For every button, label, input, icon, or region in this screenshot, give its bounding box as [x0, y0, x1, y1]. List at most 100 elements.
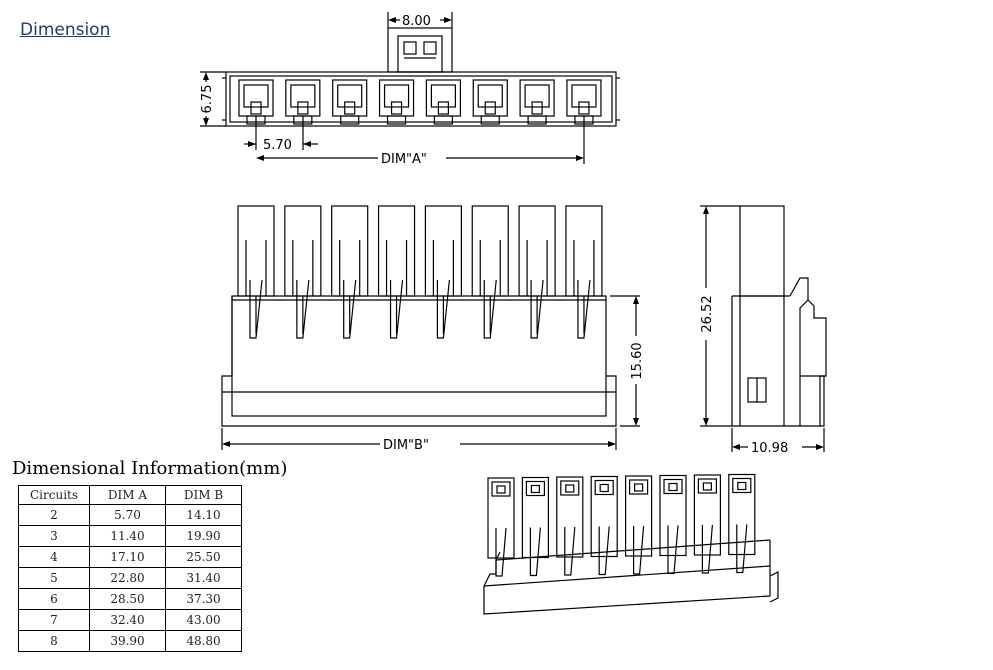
iso-tower: [590, 475, 618, 558]
cell-dim-a: 22.80: [89, 567, 166, 589]
front-terminal-pin: [389, 279, 404, 339]
front-terminal-tower: [331, 205, 369, 297]
iso-tower-cavity: [628, 479, 649, 495]
top-cavity-foot: [574, 115, 594, 125]
cell-dim-b: 19.90: [165, 525, 242, 547]
front-height-label: 15.60: [630, 342, 645, 379]
iso-tower: [624, 475, 653, 557]
iso-tower-cavity: [732, 477, 752, 494]
side-height-label: 26.52: [700, 295, 715, 332]
iso-tower-cavity-inner: [530, 484, 541, 494]
iso-tower-pin: [598, 526, 610, 576]
table-row: 7 32.40 43.00: [18, 609, 242, 631]
top-cavity-inner: [290, 84, 316, 108]
front-view-pins: [237, 205, 603, 339]
iso-tower-cavity: [663, 478, 683, 495]
top-cavity-foot: [527, 115, 547, 125]
header-dim-b: DIM B: [165, 485, 242, 505]
iso-tower-pin: [632, 525, 645, 575]
dimensional-info-title: Dimensional Information(mm): [12, 458, 288, 479]
front-terminal-tower: [284, 205, 322, 297]
cell-dim-b: 25.50: [165, 546, 242, 568]
dimension-link[interactable]: Dimension: [20, 20, 111, 40]
cell-dim-a: 11.40: [89, 525, 166, 547]
top-width-label: 8.00: [402, 14, 431, 29]
iso-tower: [521, 476, 550, 559]
dim-b-label: DIM"B": [383, 438, 429, 453]
table-row: 2 5.70 14.10: [18, 504, 242, 526]
table-row: 4 17.10 25.50: [18, 546, 242, 568]
cell-dim-b: 43.00: [165, 609, 242, 631]
front-terminal-tower: [565, 205, 603, 297]
top-cavity-pin: [578, 101, 590, 115]
top-cavity-pin: [344, 101, 356, 115]
dimension-arrows: [203, 17, 824, 450]
table-header-row: Circuits DIM A DIM B: [18, 485, 242, 505]
cell-circuits: 3: [18, 525, 90, 547]
cell-dim-a: 32.40: [89, 609, 166, 631]
front-view: [221, 295, 640, 450]
iso-tower-pin: [736, 524, 748, 574]
top-cavity-foot: [293, 115, 313, 125]
top-cavity-inner: [524, 84, 550, 108]
cell-circuits: 7: [18, 609, 90, 631]
iso-tower-cavity: [525, 480, 546, 497]
top-cavity-inner: [383, 84, 410, 108]
iso-tower: [693, 474, 722, 556]
dim-a-label: DIM"A": [381, 152, 427, 167]
top-cavity-pin: [390, 101, 403, 115]
top-cavity-foot: [480, 115, 500, 125]
cell-dim-a: 28.50: [89, 588, 166, 610]
front-terminal-tower: [518, 205, 556, 297]
top-view: [200, 12, 620, 164]
top-cavity-foot: [340, 115, 360, 125]
table-row: 8 39.90 48.80: [18, 630, 242, 652]
iso-tower-cavity-inner: [737, 481, 747, 491]
iso-tower: [728, 473, 756, 556]
top-cavity-foot: [246, 115, 266, 125]
front-terminal-tower: [377, 205, 416, 297]
top-cavity-inner: [243, 84, 269, 108]
cell-dim-a: 17.10: [89, 546, 166, 568]
front-terminal-pin: [296, 279, 310, 339]
front-terminal-tower: [237, 205, 275, 297]
top-cavity-foot: [433, 115, 453, 125]
iso-tower-cavity-inner: [599, 483, 609, 493]
cell-dim-a: 5.70: [89, 504, 166, 526]
top-cavity-pin: [250, 101, 262, 115]
iso-tower-cavity: [697, 478, 718, 494]
iso-tower-cavity: [560, 480, 580, 496]
front-terminal-pin: [577, 279, 591, 339]
top-cavity-inner: [430, 84, 456, 108]
cell-circuits: 6: [18, 588, 90, 610]
cell-circuits: 2: [18, 504, 90, 526]
iso-tower-cavity: [491, 481, 511, 497]
cell-circuits: 4: [18, 546, 90, 568]
top-cavity-foot: [386, 115, 407, 125]
side-depth-label: 10.98: [751, 441, 788, 456]
cell-dim-b: 37.30: [165, 588, 242, 610]
front-terminal-pin: [530, 279, 544, 339]
iso-tower-pin: [495, 527, 507, 577]
cell-dim-b: 48.80: [165, 630, 242, 652]
iso-tower: [659, 474, 687, 557]
top-cavity-pin: [484, 101, 496, 115]
front-terminal-pin: [249, 279, 263, 339]
iso-tower-cavity: [594, 479, 614, 496]
isometric-towers: [487, 473, 756, 577]
iso-tower-pin: [667, 525, 679, 575]
iso-tower-cavity-inner: [668, 482, 678, 492]
iso-tower-cavity-inner: [702, 482, 713, 491]
iso-tower: [487, 477, 515, 559]
front-terminal-tower: [471, 205, 509, 297]
iso-tower-pin: [701, 524, 713, 574]
front-terminal-tower: [424, 205, 462, 297]
top-cavity-pin: [297, 101, 309, 115]
iso-tower: [556, 476, 584, 558]
top-cavity-pin: [531, 101, 543, 115]
iso-tower-pin: [529, 527, 541, 577]
front-terminal-pin: [436, 279, 450, 339]
top-cavity-pin: [437, 101, 449, 115]
front-terminal-pin: [483, 279, 497, 339]
cell-circuits: 5: [18, 567, 90, 589]
